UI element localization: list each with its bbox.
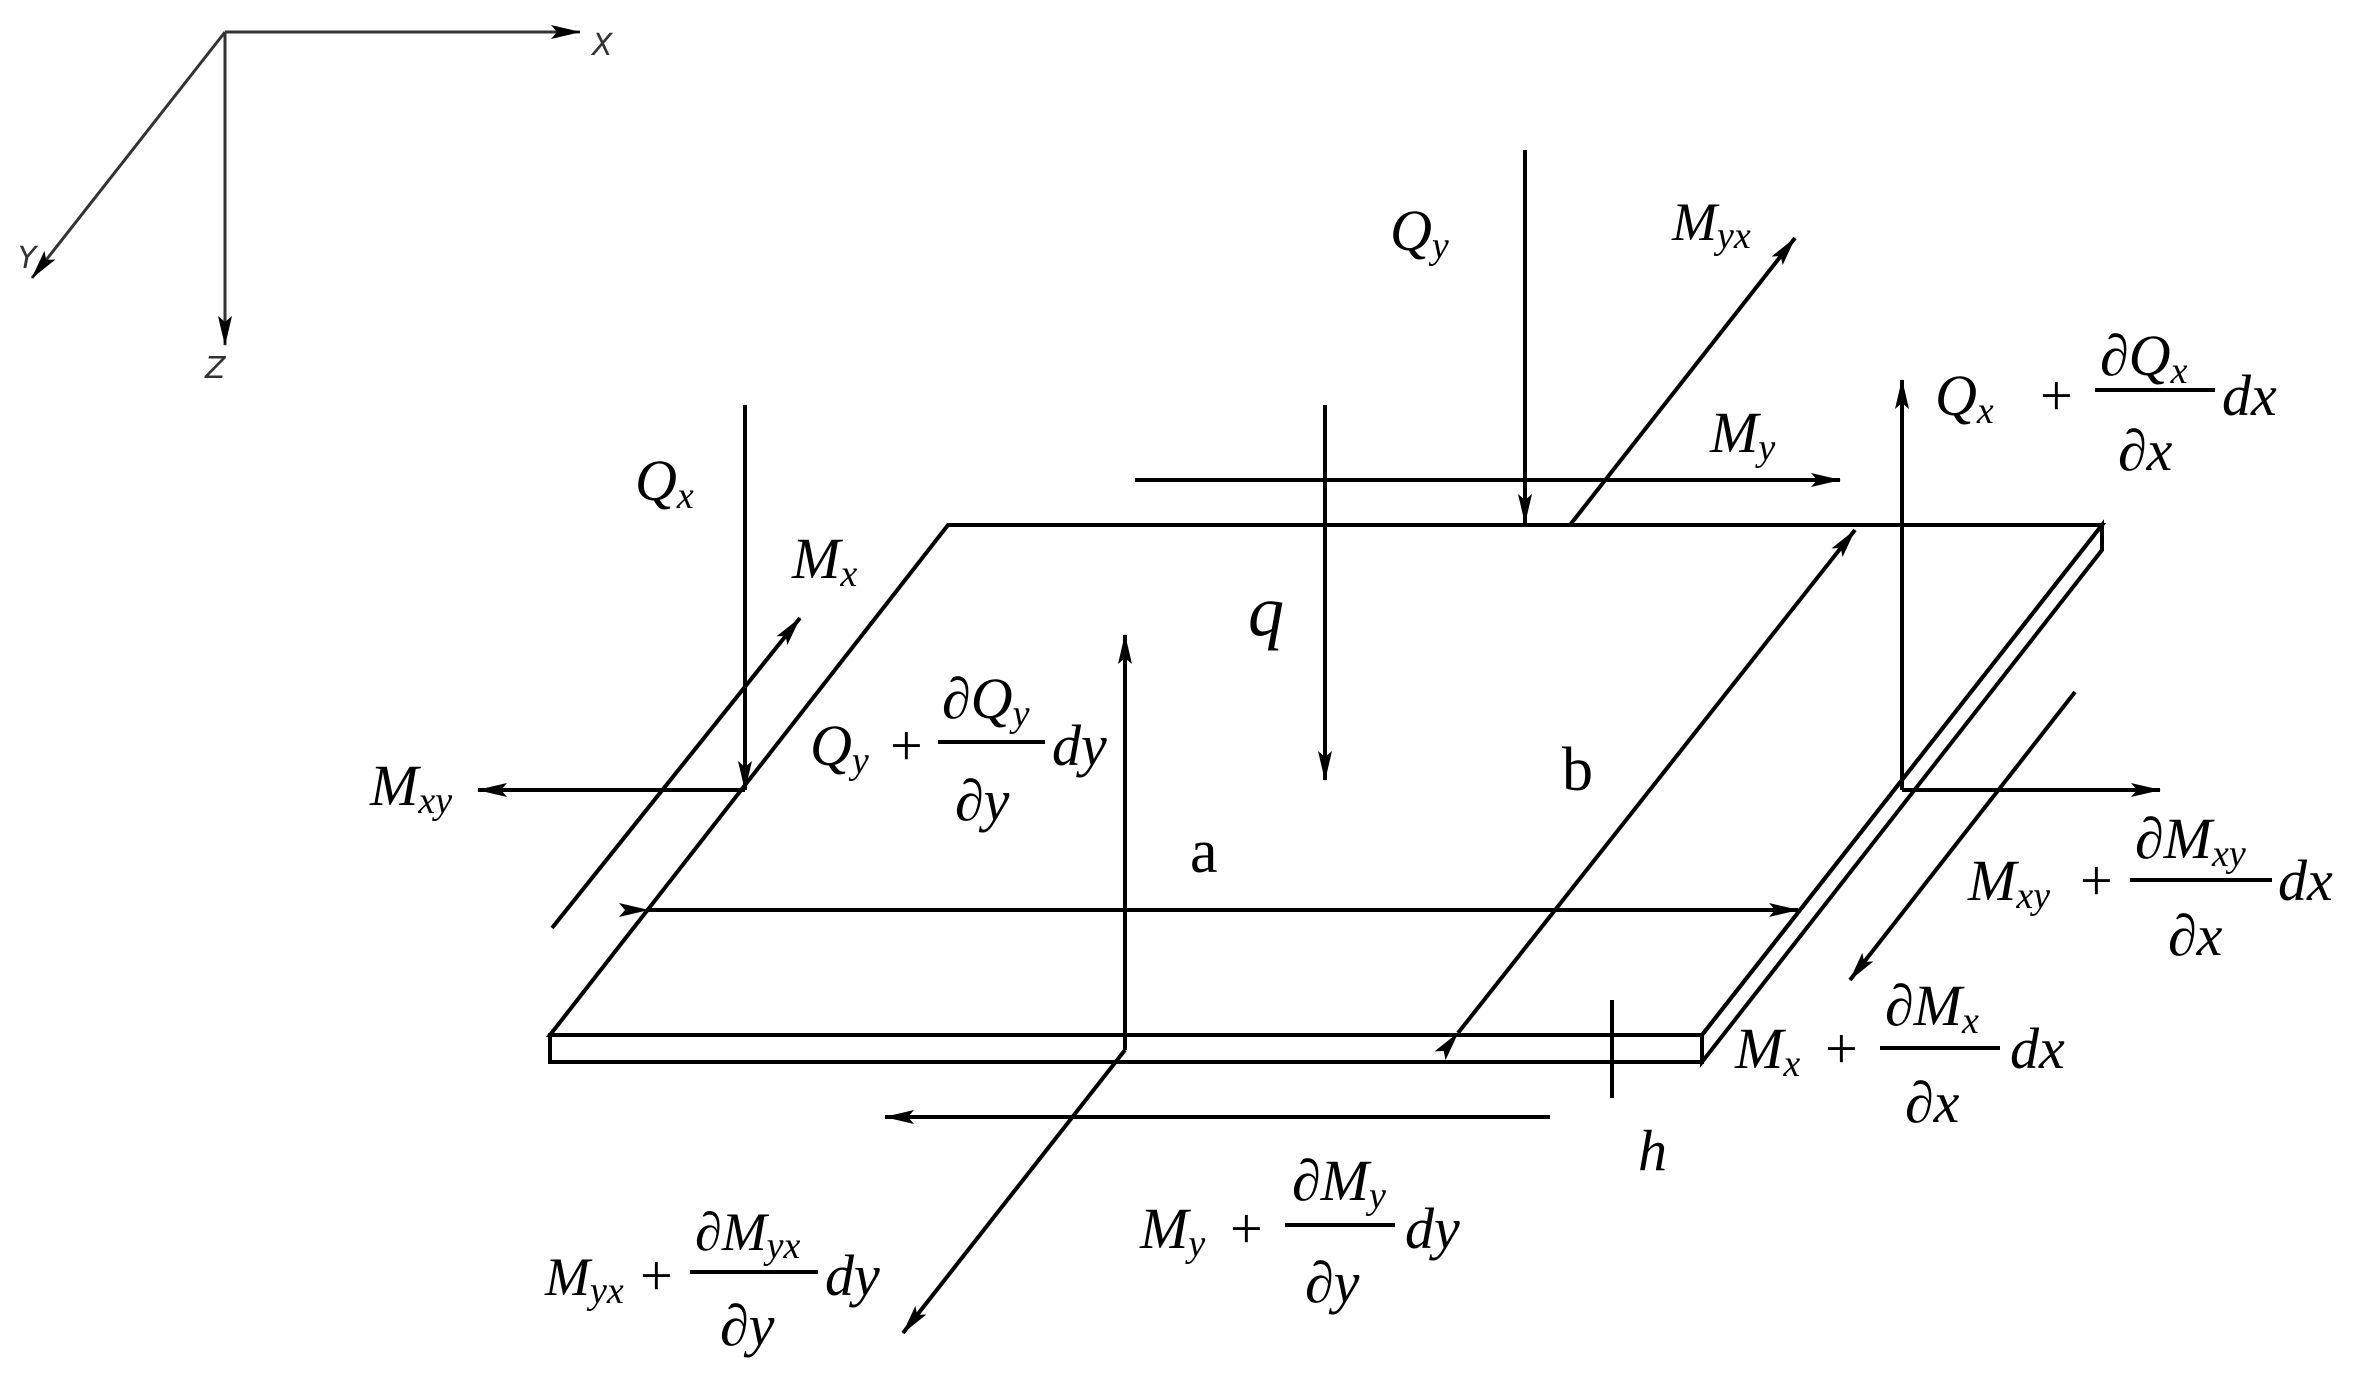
moment-mx: Mx [550, 526, 857, 930]
svg-text:+: + [2080, 848, 2113, 913]
svg-text:dx: dx [2278, 848, 2333, 913]
svg-text:∂My: ∂My [1292, 1148, 1386, 1217]
svg-text:∂Mxy: ∂Mxy [2135, 806, 2246, 875]
moment-mx-increment [1848, 690, 2077, 982]
svg-text:dy: dy [1052, 713, 1107, 778]
svg-text:∂Qx: ∂Qx [2100, 323, 2188, 392]
moment-myx-label: Myx [1671, 192, 1751, 257]
expr-qy-increment: Qy + ∂Qy ∂y dy [810, 666, 1107, 833]
svg-text:Qx: Qx [1935, 363, 1994, 432]
svg-text:+: + [2040, 363, 2073, 428]
expr-my-increment: My + ∂My ∂y dy [1139, 1148, 1460, 1315]
svg-text:+: + [890, 713, 923, 778]
moment-my: My [1135, 400, 1841, 487]
x-axis-label: X [590, 28, 614, 63]
svg-text:dy: dy [1405, 1196, 1460, 1261]
svg-text:My: My [1139, 1196, 1205, 1265]
expr-qx-increment: Qx + ∂Qx ∂x dx [1935, 323, 2277, 483]
dimension-h: h [1610, 1000, 1667, 1183]
dimension-a-label: a [1190, 818, 1218, 886]
force-qx: Qx [635, 405, 752, 791]
moment-mxy: Mxy [369, 753, 745, 822]
moment-mx-label: Mx [791, 526, 857, 595]
svg-text:Mxy: Mxy [1967, 848, 2050, 917]
dimension-b: b [1434, 528, 1857, 1061]
expr-mxy-increment: Mxy + ∂Mxy ∂x dx [1967, 806, 2333, 968]
svg-text:∂Myx: ∂Myx [695, 1202, 801, 1267]
expr-mx-increment: Mx + ∂Mx ∂x dx [1734, 973, 2065, 1135]
svg-text:∂Qy: ∂Qy [942, 666, 1030, 735]
svg-text:∂y: ∂y [955, 768, 1010, 833]
force-qx-label: Qx [635, 448, 694, 517]
svg-text:Qy: Qy [810, 713, 869, 782]
svg-text:∂y: ∂y [1305, 1250, 1360, 1315]
coordinate-axes: X Y Z [18, 25, 614, 386]
moment-my-label: My [1709, 400, 1775, 469]
svg-text:∂Mx: ∂Mx [1885, 973, 1979, 1042]
svg-text:+: + [1230, 1196, 1263, 1261]
y-axis-label: Y [18, 241, 39, 276]
svg-text:∂x: ∂x [2168, 903, 2223, 968]
dimension-h-label: h [1638, 1118, 1667, 1183]
load-q: q [1248, 405, 1332, 781]
svg-text:∂x: ∂x [2118, 418, 2173, 483]
svg-text:dy: dy [825, 1243, 880, 1308]
load-q-label: q [1248, 571, 1284, 651]
svg-text:∂x: ∂x [1905, 1070, 1960, 1135]
svg-text:+: + [640, 1243, 673, 1308]
force-qy: Qy [1390, 150, 1532, 524]
svg-text:∂y: ∂y [720, 1293, 775, 1358]
svg-text:Myx: Myx [544, 1247, 624, 1312]
dimension-a: a [619, 818, 1799, 917]
expr-myx-increment: Myx + ∂Myx ∂y dy [544, 1202, 880, 1358]
moment-mxy-label: Mxy [369, 753, 452, 822]
svg-text:Mx: Mx [1734, 1016, 1800, 1085]
force-qy-label: Qy [1390, 198, 1449, 267]
dimension-b-label: b [1562, 736, 1593, 804]
svg-text:dx: dx [2222, 363, 2277, 428]
y-axis-line [30, 31, 227, 279]
moment-myx: Myx [1568, 192, 1797, 527]
z-axis-label: Z [204, 351, 227, 386]
moment-myx-increment [901, 1048, 1127, 1335]
svg-text:+: + [1825, 1016, 1858, 1081]
svg-text:dx: dx [2010, 1016, 2065, 1081]
